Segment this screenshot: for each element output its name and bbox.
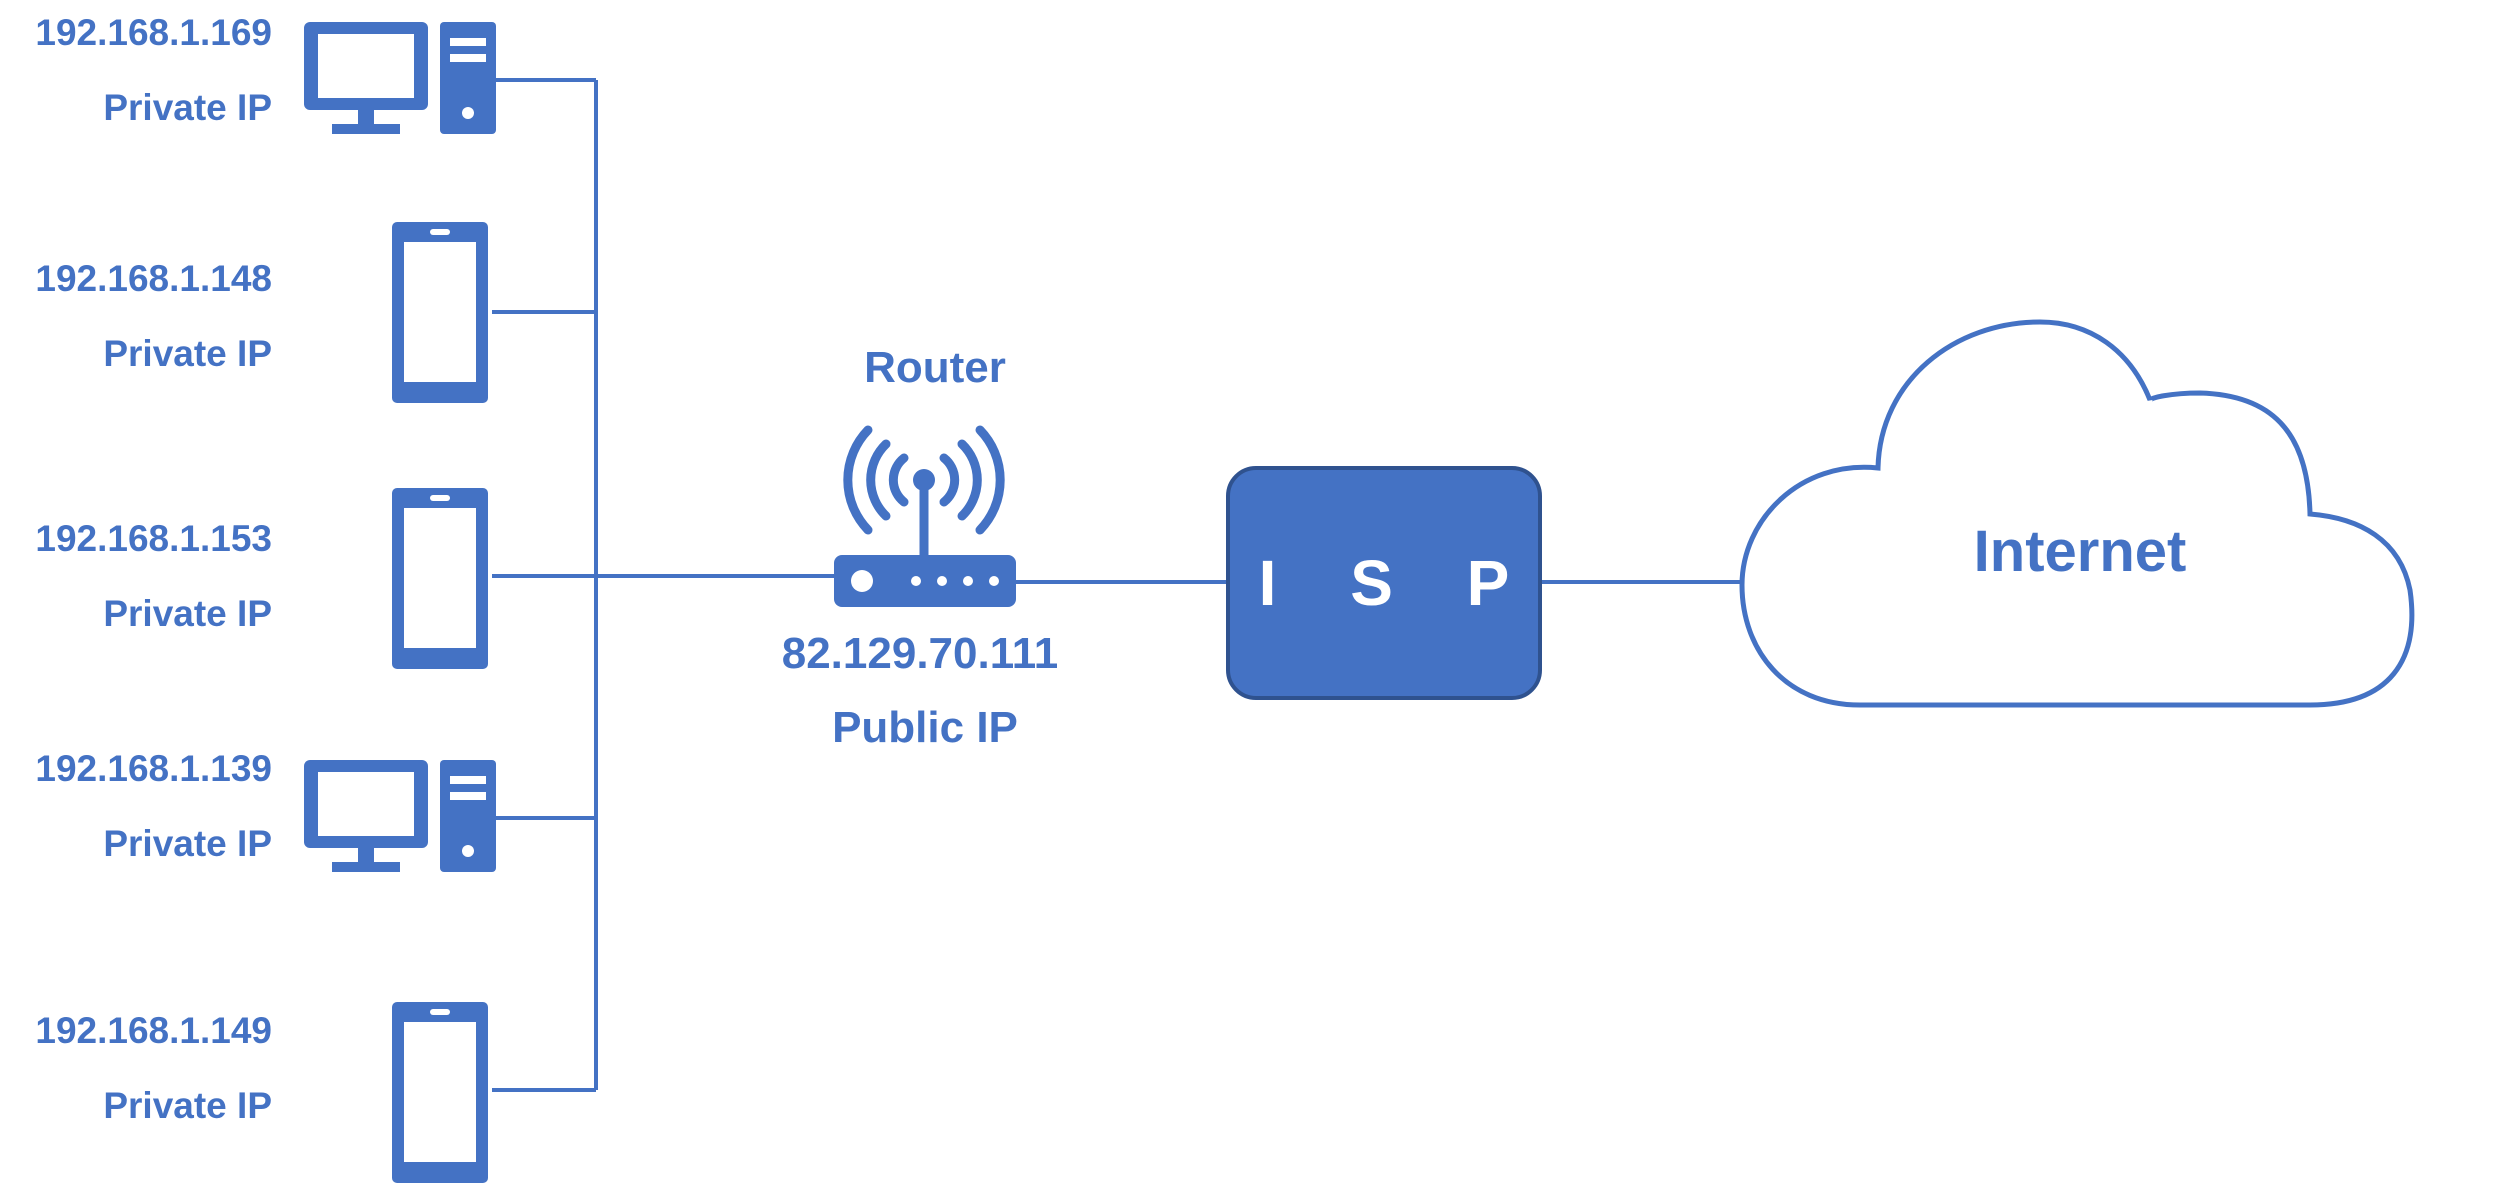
device-1-ip-label: 192.168.1.169: [35, 12, 272, 53]
device-2-ip-label: 192.168.1.148: [35, 258, 272, 299]
device-3-ip-label: 192.168.1.153: [35, 518, 272, 559]
device-2-type-label: Private IP: [103, 333, 272, 374]
device-5-ip-label: 192.168.1.149: [35, 1010, 272, 1051]
device-3-type-label: Private IP: [103, 593, 272, 634]
smartphone-icon: [392, 1002, 488, 1183]
desktop-computer-icon: [304, 760, 496, 872]
isp-box: [1226, 466, 1542, 700]
desktop-computer-icon: [304, 22, 496, 134]
wifi-router-icon: [834, 425, 1016, 607]
smartphone-icon: [392, 222, 488, 403]
router-ip-type: Public IP: [832, 703, 1018, 752]
device-4-type-label: Private IP: [103, 823, 272, 864]
device-1-type-label: Private IP: [103, 87, 272, 128]
smartphone-icon: [392, 488, 488, 669]
router-public-ip: 82.129.70.111: [781, 629, 1059, 678]
device-5-type-label: Private IP: [103, 1085, 272, 1126]
router-title: Router: [864, 343, 1006, 392]
internet-label: Internet: [1973, 519, 2187, 584]
connection-lines: [492, 78, 1742, 1092]
device-4-ip-label: 192.168.1.139: [35, 748, 272, 789]
internet-cloud-shape: [1739, 319, 2415, 708]
isp-label: I S P: [1258, 547, 1538, 619]
